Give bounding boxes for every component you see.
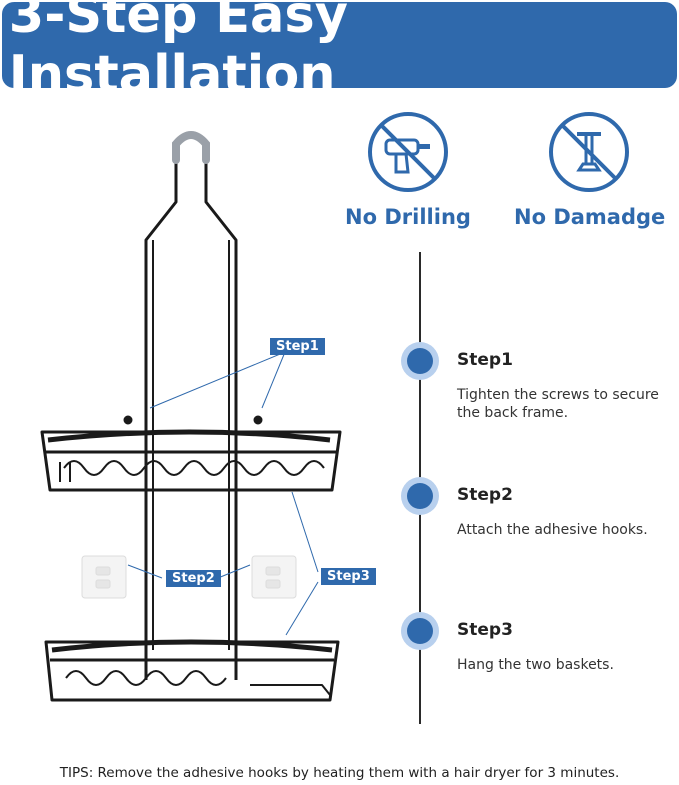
- callout-step2: Step2: [166, 570, 221, 587]
- step-dot: [401, 477, 439, 515]
- feature-no-drilling: No Drilling: [333, 110, 483, 229]
- page-title: 3-Step Easy Installation: [8, 0, 348, 105]
- step-title: Step3: [457, 620, 513, 640]
- no-damage-icon: [549, 112, 629, 192]
- feature-no-damage: No Damadge: [514, 110, 666, 229]
- step-title: Step1: [457, 350, 513, 370]
- title-banner: 3-Step Easy Installation: [2, 0, 677, 105]
- no-drilling-icon: [368, 112, 448, 192]
- feature-label: No Damadge: [514, 205, 666, 229]
- adhesive-hook-right: [251, 555, 297, 599]
- callout-step3: Step3: [321, 568, 376, 585]
- step-description: Attach the adhesive hooks.: [457, 522, 648, 538]
- feature-label: No Drilling: [345, 205, 471, 229]
- tips-text: TIPS: Remove the adhesive hooks by heati…: [59, 765, 620, 781]
- step-description: Tighten the screws to secure the back fr…: [457, 387, 659, 421]
- step-dot: [401, 612, 439, 650]
- shower-caddy-illustration: [40, 131, 342, 702]
- adhesive-hook-left: [81, 555, 127, 599]
- step-description: Hang the two baskets.: [457, 657, 614, 673]
- step-title: Step2: [457, 485, 513, 505]
- callout-step1: Step1: [270, 338, 325, 355]
- step-dot: [401, 342, 439, 380]
